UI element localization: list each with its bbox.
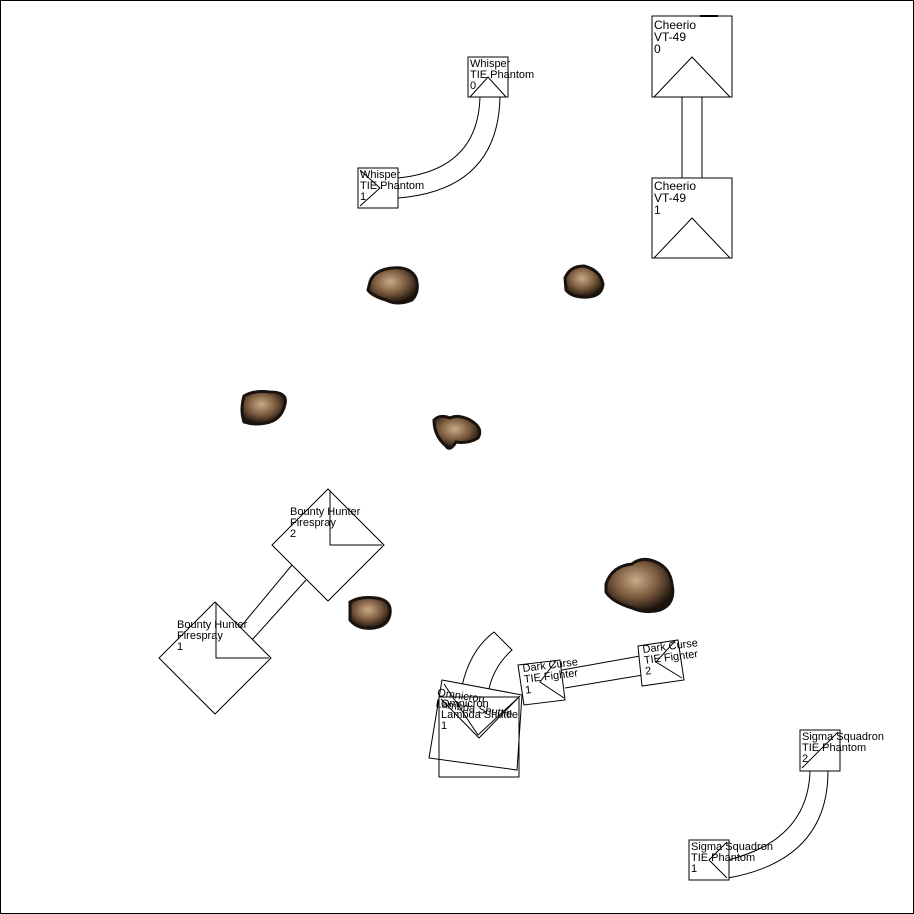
ship-type: TIE Phantom [691, 852, 756, 864]
ship-base-omnicron-1[interactable] [438, 696, 520, 778]
pilot-name: Whisper [360, 169, 401, 181]
pilot-name: Sigma Squadron [691, 841, 773, 853]
pilot-name: Cheerio [654, 179, 697, 193]
step-number: 1 [691, 863, 698, 875]
ship-label-whisper-1: Whisper TIE Phantom 1 [360, 170, 424, 203]
ship-type: TIE Phantom [802, 742, 867, 754]
movement-template-whisper [397, 96, 501, 199]
ship-type: Firespray [177, 630, 223, 642]
step-number: 1 [654, 203, 661, 217]
ship-base-bounty-hunter-2[interactable] [271, 488, 385, 602]
ship-base-sigma-1[interactable] [688, 839, 730, 881]
ship-label-bounty-hunter-2: Bounty Hunter Firespray 2 [290, 507, 360, 540]
pilot-name: Whisper [470, 58, 511, 70]
ship-label-dark-curse-2: Dark Curse TIE Fighter 2 [642, 637, 701, 678]
ship-base-whisper-1[interactable] [357, 167, 399, 209]
movement-template-sigma [727, 770, 829, 879]
step-number: 1 [177, 641, 184, 653]
ship-base-cheerio-1[interactable] [651, 177, 733, 259]
movement-template-cheerio [681, 97, 703, 178]
ship-label-cheerio-1: Cheerio VT-49 1 [654, 180, 696, 216]
asteroid-icon [563, 264, 605, 299]
ship-type: Firespray [290, 517, 336, 529]
step-number: 1 [441, 720, 448, 732]
ship-label-omnicron-1: Omnicron Lambda Shuttle 1 [441, 699, 518, 732]
pilot-name: Cheerio [654, 18, 697, 32]
ship-base-dark-curse-1[interactable] [517, 659, 566, 706]
step-number: 0 [470, 80, 477, 92]
ship-base-omnicron-rotated[interactable] [428, 679, 523, 771]
pilot-name: Omnicron [441, 698, 489, 710]
ship-label-whisper-0: Whisper TIE Phantom 0 [470, 59, 534, 92]
ship-label-sigma-2: Sigma Squadron TIE Phantom 2 [802, 732, 884, 765]
asteroid-icon [604, 557, 675, 614]
step-number: 2 [290, 528, 297, 540]
ship-label-bounty-hunter-1: Bounty Hunter Firespray 1 [177, 620, 247, 653]
ship-base-whisper-0[interactable] [467, 56, 509, 98]
ship-base-sigma-2[interactable] [799, 729, 841, 772]
ship-base-dark-curse-2[interactable] [637, 639, 685, 687]
ship-type: TIE Phantom [470, 69, 535, 81]
asteroid-icon [240, 390, 287, 426]
ship-type: VT-49 [654, 191, 687, 205]
ship-label-dark-curse-1: Dark Curse TIE Fighter 1 [522, 656, 581, 697]
step-number: 1 [360, 191, 367, 203]
asteroid-icon [348, 596, 392, 630]
pilot-name: Bounty Hunter [177, 619, 248, 631]
movement-template-dark-curse [561, 655, 644, 689]
asteroid-icon [366, 266, 419, 305]
ship-label-sigma-1: Sigma Squadron TIE Phantom 1 [691, 842, 773, 875]
ship-type: VT-49 [654, 30, 687, 44]
ship-base-cheerio-0[interactable] [651, 15, 733, 98]
ship-type: Lambda Shuttle [441, 709, 519, 721]
step-number: 0 [654, 42, 661, 56]
pilot-name: Bounty Hunter [290, 506, 361, 518]
movement-template-bounty-hunter [237, 564, 307, 641]
ship-type: TIE Phantom [360, 180, 425, 192]
step-number: 2 [802, 753, 809, 765]
ship-base-bounty-hunter-1[interactable] [158, 601, 272, 715]
pilot-name: Sigma Squadron [802, 731, 884, 743]
ship-label-cheerio-0: Cheerio VT-49 0 [654, 19, 696, 55]
asteroid-icon [432, 414, 482, 450]
movement-template-omnicron [461, 631, 513, 695]
